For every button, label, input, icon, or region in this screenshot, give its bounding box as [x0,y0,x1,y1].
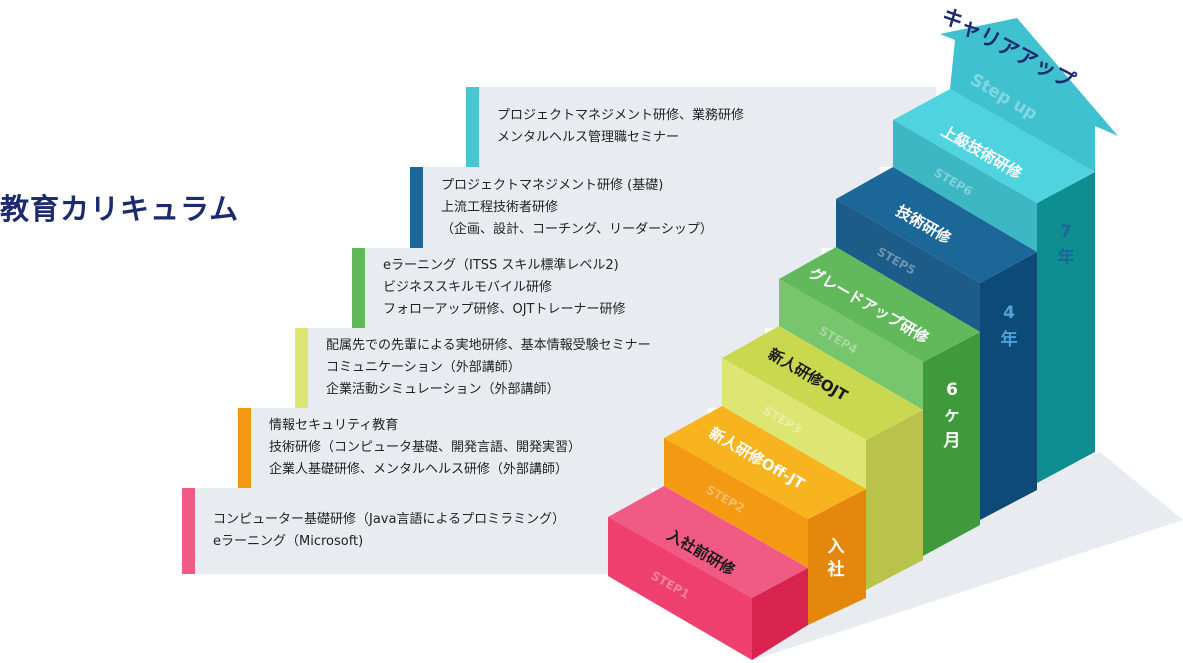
duration-6m-1: 6 [946,380,958,400]
step1-top [608,486,808,598]
floor-shadow [753,452,1183,660]
duration-4y-1: 4 [1003,303,1015,323]
panel-line: 企業人基礎研修、メンタルヘルス研修（外部講師） [269,462,569,477]
step4-face [779,279,923,410]
panel-line: プロジェクトマネジメント研修 (基礎) [441,177,664,193]
duration-join-1: 入 [828,537,845,557]
panel-accent [352,248,365,328]
panel-lines: 情報セキュリティ教育 技術研修（コンピュータ基礎、開発言語、開発実習） 企業人基… [269,415,581,481]
column-join-front-2 [808,489,866,625]
panel-lines: コンピューター基礎研修（Java言語によるプロミラミング） eラーニング（Mic… [213,509,565,553]
panel-line: 配属先での先輩による実地研修、基本情報受験セミナー [326,338,651,353]
panel-step1: コンピューター基礎研修（Java言語によるプロミラミング） eラーニング（Mic… [182,488,652,574]
duration-4y-2: 年 [1001,329,1018,350]
step1-face [608,517,752,660]
step3-face [722,358,866,489]
panel-lines: プロジェクトマネジメント研修 (基礎) 上流工程技術者研修 （企画、設計、コーチ… [441,175,713,241]
panel-lines: プロジェクトマネジメント研修、業務研修 メンタルヘルス管理職セミナー [497,105,744,149]
step6-face [893,120,1037,252]
panel-accent [410,167,423,248]
step5-top [836,167,1037,283]
panel-accent [182,488,195,574]
panel-line: コンピューター基礎研修（Java言語によるプロミラミング） [213,512,566,527]
panel-line: 技術研修（コンピュータ基礎、開発言語、開発実習） [269,440,582,455]
duration-join-2: 社 [827,559,845,580]
panel-step3: 配属先での先輩による実地研修、基本情報受験セミナー コミュニケーション（外部講師… [295,328,765,408]
step3-top [722,326,923,440]
duration-6m-3: 月 [943,431,961,451]
panel-line: eラーニング（ITSS スキル標準レベル2) [383,258,619,273]
panel-line: eラーニング（Microsoft) [213,534,364,549]
panel-step4: eラーニング（ITSS スキル標準レベル2) ビジネススキルモバイル研修 フォロ… [352,248,822,328]
duration-6m-2: ヶ [944,405,961,425]
panel-accent [238,408,251,488]
step2-top [664,406,866,519]
panel-step2: 情報セキュリティ教育 技術研修（コンピュータ基礎、開発言語、開発実習） 企業人基… [238,408,708,488]
column-4y-front [980,252,1037,520]
panel-step5: プロジェクトマネジメント研修 (基礎) 上流工程技術者研修 （企画、設計、コーチ… [410,167,880,248]
step2-face [664,438,808,568]
panel-lines: eラーニング（ITSS スキル標準レベル2) ビジネススキルモバイル研修 フォロ… [383,255,626,321]
page-title: 教育カリキュラム [0,192,240,226]
panel-line: 上流工程技術者研修 [441,199,559,215]
duration-7y-1: 7 [1060,222,1072,242]
panel-lines: 配属先での先輩による実地研修、基本情報受験セミナー コミュニケーション（外部講師… [326,335,651,401]
step4-top [779,247,980,362]
panel-accent [295,328,308,408]
step5-face [836,199,980,332]
column-6m-front [923,332,980,556]
panel-line: 情報セキュリティ教育 [269,418,399,433]
panel-line: コミュニケーション（外部講師） [326,360,521,375]
panel-line: ビジネススキルモバイル研修 [383,280,553,295]
column-join-front [866,410,923,590]
panel-line: プロジェクトマネジメント研修、業務研修 [497,108,745,123]
panel-line: フォローアップ研修、OJTトレーナー研修 [383,302,626,317]
column-7y-front [1037,172,1095,483]
panel-line: 企業活動シミュレーション（外部講師） [326,382,560,397]
duration-7y-2: 年 [1058,247,1075,268]
panel-line: メンタルヘルス管理職セミナー [497,130,680,145]
panel-line: （企画、設計、コーチング、リーダーシップ） [441,221,713,237]
step1-side [752,568,808,660]
panel-step6: プロジェクトマネジメント研修、業務研修 メンタルヘルス管理職セミナー [466,87,936,167]
step-up-arrow [940,18,1118,172]
panel-accent [466,87,479,167]
duration-labels: 入 社 6 ヶ 月 4 年 7 年 [827,222,1075,580]
step6-top [893,89,1095,203]
